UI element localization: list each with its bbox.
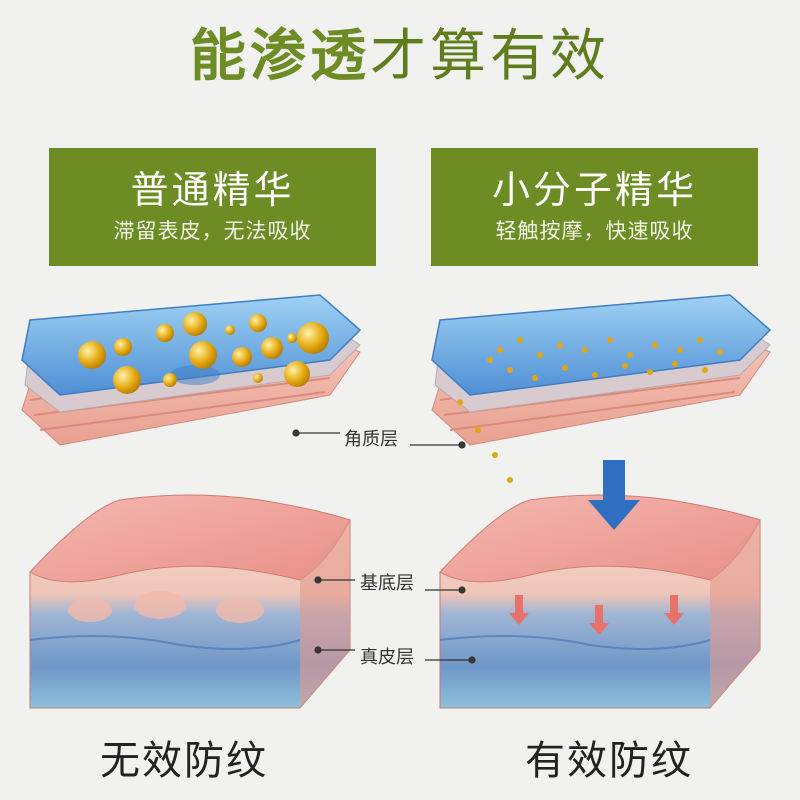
card-subtitle: 滞留表皮，无法吸收 <box>113 219 312 243</box>
card-normal-essence: 普通精华 滞留表皮，无法吸收 <box>49 148 376 266</box>
card-small-molecule-essence: 小分子精华 轻触按摩，快速吸收 <box>431 148 758 266</box>
left-skin-surface <box>21 294 362 446</box>
label-dermis: 真皮层 <box>360 647 414 668</box>
card-heading: 普通精华 <box>130 168 295 212</box>
right-skin-surface <box>431 294 772 446</box>
label-stratum-corneum: 角质层 <box>344 429 398 450</box>
card-subtitle: 轻触按摩，快速吸收 <box>495 219 694 243</box>
layer-leader-lines <box>292 429 476 664</box>
label-basal-layer: 基底层 <box>360 573 414 594</box>
page-title: 能渗透才算有效 <box>0 22 800 92</box>
left-essence-particles <box>78 312 329 394</box>
caption-effective: 有效防纹 <box>525 738 693 784</box>
caption-ineffective: 无效防纹 <box>100 738 268 784</box>
title-rest: 才算有效 <box>370 24 610 89</box>
down-arrow-icon <box>588 460 640 530</box>
title-highlight: 能渗透 <box>190 24 370 89</box>
card-heading: 小分子精华 <box>491 168 697 212</box>
left-skin-block <box>29 494 351 709</box>
right-skin-block <box>439 494 761 709</box>
